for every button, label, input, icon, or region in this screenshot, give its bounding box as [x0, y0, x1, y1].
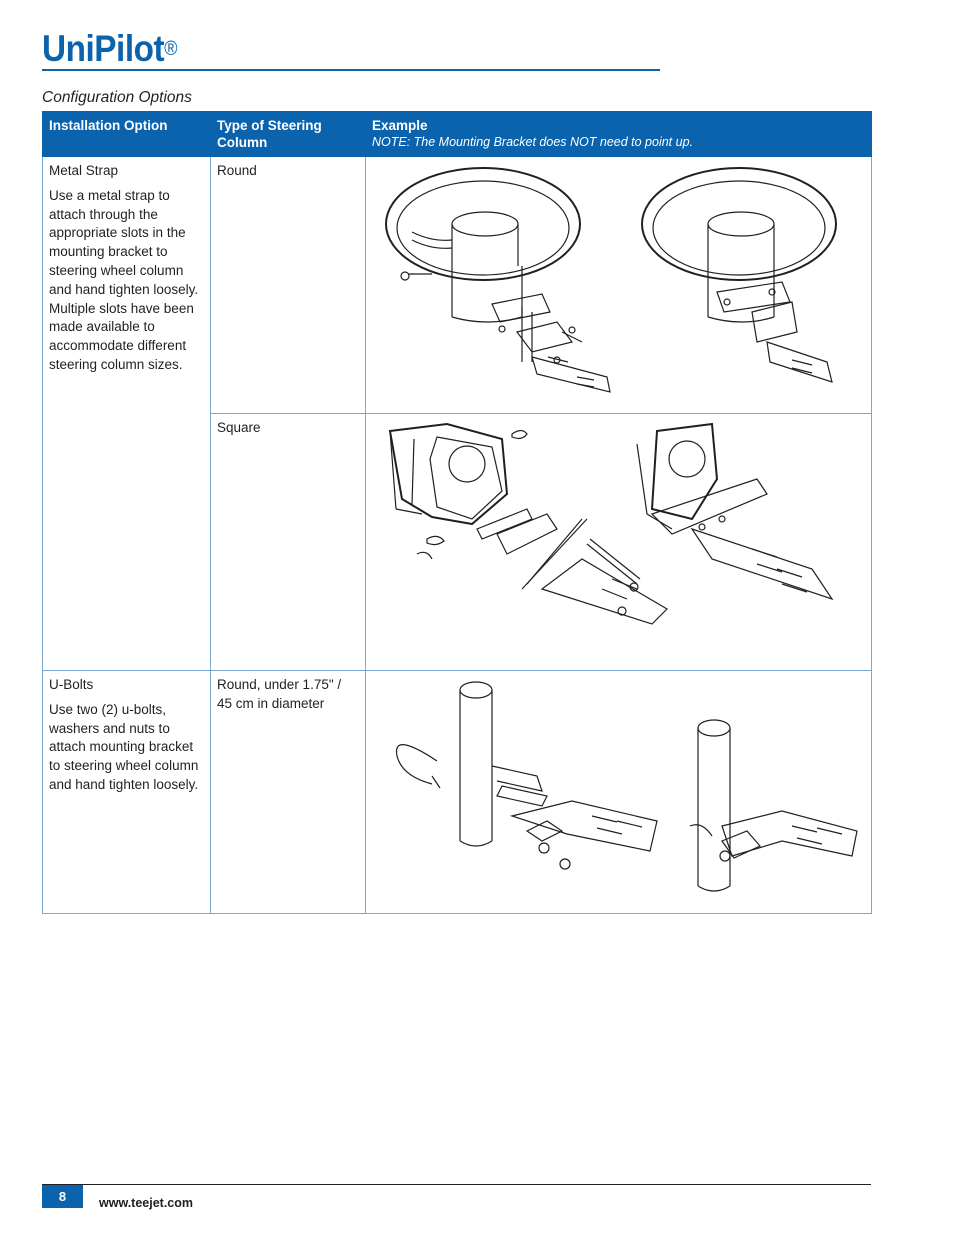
section-title: Configuration Options	[42, 89, 192, 106]
option-cell-metal-strap: Metal Strap Use a metal strap to attach …	[42, 156, 211, 671]
configuration-table: Installation Option Type of Steering Col…	[42, 111, 872, 914]
steering-wheel-right	[641, 167, 837, 323]
registered-mark: ®	[164, 38, 178, 60]
column-type-cell: Round, under 1.75" / 45 cm in diameter	[210, 670, 366, 914]
header-example-note: NOTE: The Mounting Bracket does NOT need…	[372, 135, 693, 149]
footer-website: www.teejet.com	[99, 1196, 194, 1210]
header-steering-column-type: Type of Steering Column	[210, 111, 366, 157]
example-cell	[365, 156, 872, 414]
u-bolt-illustration	[395, 681, 858, 892]
option-description: Use a metal strap to attach through the …	[49, 187, 199, 372]
title-rule	[42, 69, 660, 71]
table-header-row: Installation Option Type of Steering Col…	[42, 111, 872, 157]
footer-rule	[42, 1184, 871, 1185]
option-title: U-Bolts	[49, 677, 94, 692]
option-title: Metal Strap	[49, 163, 119, 178]
u-bolt-column-left	[395, 681, 658, 870]
u-bolt-column-right	[689, 719, 858, 892]
column-type-cell: Round	[210, 156, 366, 414]
option-description: Use two (2) u-bolts, washers and nuts to…	[49, 701, 199, 792]
example-cell	[365, 413, 872, 671]
page-number: 8	[42, 1185, 83, 1208]
header-installation-option: Installation Option	[42, 111, 211, 157]
column-type-cell: Square	[210, 413, 366, 671]
table-row: Metal Strap Use a metal strap to attach …	[42, 156, 872, 671]
bracket-parts-left	[476, 508, 668, 625]
steering-wheel-left	[385, 167, 581, 323]
bracket-right	[716, 281, 833, 383]
page-title: UniPilot®	[42, 28, 178, 69]
square-column-left	[388, 422, 528, 560]
option-cell-u-bolts: U-Bolts Use two (2) u-bolts, washers and…	[42, 670, 211, 914]
header-example-label: Example	[372, 118, 428, 133]
header-example: Example NOTE: The Mounting Bracket does …	[365, 111, 872, 157]
table-row: Square	[43, 413, 872, 671]
square-column-strap-illustration	[388, 422, 834, 625]
square-column-right	[636, 422, 834, 601]
bracket-left	[491, 293, 611, 393]
table-row: U-Bolts Use two (2) u-bolts, washers and…	[42, 670, 872, 914]
round-column-strap-illustration	[385, 167, 837, 393]
example-cell	[365, 670, 872, 914]
